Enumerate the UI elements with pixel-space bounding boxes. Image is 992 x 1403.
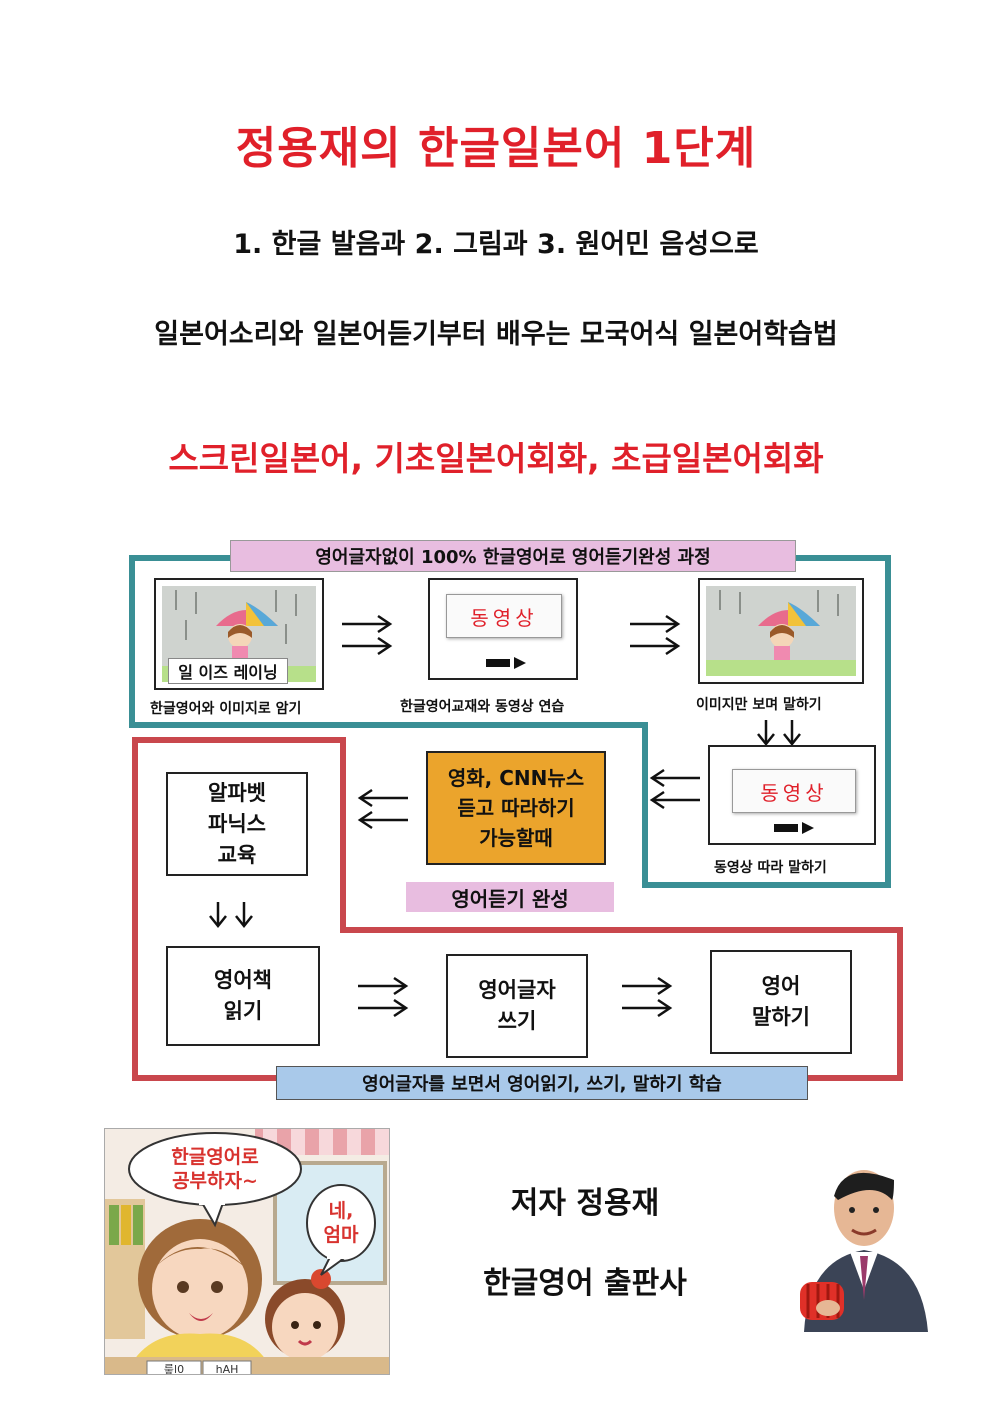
red-process-frame [132, 737, 903, 1081]
card1-text: 릏l0 [164, 1363, 184, 1375]
child-bubble-line1: 네, [329, 1200, 354, 1222]
double-arrow-left-icon [357, 788, 408, 830]
step1-overlay-label: 일 이즈 레이닝 [168, 658, 288, 684]
step4-caption: 동영상 따라 말하기 [714, 860, 827, 876]
top-banner: 영어글자없이 100% 한글영어로 영어듣기완성 과정 [230, 540, 796, 572]
play-icon [486, 657, 526, 669]
double-arrow-right-icon [358, 976, 409, 1018]
teal-process-frame [129, 555, 891, 888]
mom-bubble-line1: 한글영어로 [171, 1146, 258, 1168]
step1-caption: 한글영어와 이미지로 암기 [150, 701, 302, 717]
mom-bubble-line2: 공부하자~ [172, 1170, 258, 1192]
author-name: 저자 정용재 [510, 1186, 660, 1221]
step3-caption: 이미지만 보며 말하기 [696, 697, 822, 713]
subtitle-method: 1. 한글 발음과 2. 그림과 3. 원어민 음성으로 [233, 229, 759, 260]
play-icon [774, 822, 814, 834]
card2-text: hAH [216, 1363, 239, 1375]
writing-box: 영어글자 쓰기 [446, 954, 588, 1058]
subtitle-course-list: 스크린일본어, 기초일본어회화, 초급일본어회화 [168, 439, 824, 478]
step4-video-card: 동영상 [708, 745, 876, 845]
rainy-girl-image [706, 586, 856, 676]
reading-box: 영어책 읽기 [166, 946, 320, 1046]
child-face-icon [272, 1293, 338, 1361]
page-title: 정용재의 한글일본어 1단계 [235, 123, 757, 174]
step2-video-label: 동영상 [446, 594, 562, 638]
speaking-box: 영어 말하기 [710, 950, 852, 1054]
double-arrow-down-icon [209, 902, 253, 929]
step2-video-card: 동영상 [428, 578, 578, 680]
mom-face-icon [152, 1239, 248, 1339]
phonics-box: 알파벳 파닉스 교육 [166, 772, 308, 876]
double-arrow-left-icon [649, 768, 700, 810]
mom-child-illustration: 한글영어로 공부하자~ 네, 엄마 릏l0 hAH [104, 1128, 390, 1375]
bottom-banner: 영어글자를 보면서 영어읽기, 쓰기, 말하기 학습 [276, 1066, 808, 1100]
subtitle-description: 일본어소리와 일본어듣기부터 배우는 모국어식 일본어학습법 [154, 319, 838, 350]
listening-complete-label: 영어듣기 완성 [406, 882, 614, 912]
step3-image-card [698, 578, 864, 684]
publisher-name: 한글영어 출판사 [483, 1266, 687, 1301]
double-arrow-right-icon [342, 614, 393, 656]
step2-caption: 한글영어교재와 동영상 연습 [400, 699, 565, 715]
child-bubble-line2: 엄마 [324, 1224, 359, 1246]
step4-video-label: 동영상 [732, 769, 856, 813]
tie [860, 1256, 868, 1300]
step5-movie-news-box: 영화, CNN뉴스 듣고 따라하기 가능할때 [426, 751, 606, 865]
author-photo [794, 1140, 936, 1332]
step1-image-card: 일 이즈 레이닝 [154, 578, 324, 690]
double-arrow-right-icon [622, 976, 673, 1018]
top-banner-text: 영어글자없이 100% 한글영어로 영어듣기완성 과정 [315, 547, 711, 568]
double-arrow-right-icon [630, 614, 681, 656]
double-arrow-down-icon [757, 720, 801, 747]
